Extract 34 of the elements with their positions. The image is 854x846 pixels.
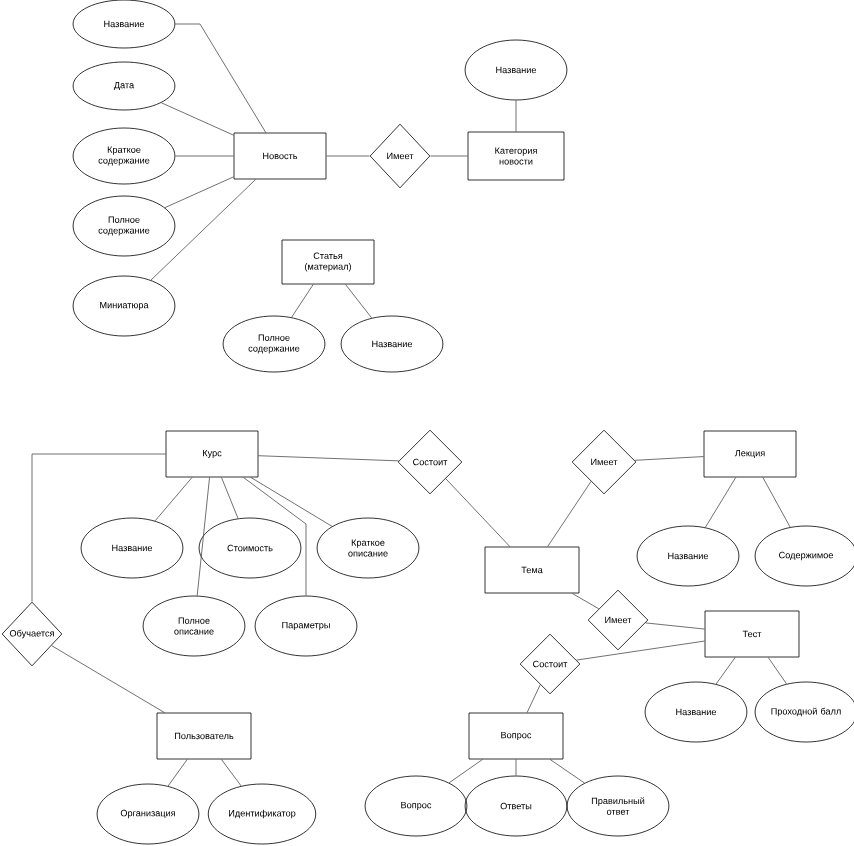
connector-line <box>221 477 239 519</box>
connector-line <box>154 477 193 522</box>
connector-line <box>645 622 705 630</box>
connector-line <box>174 155 234 157</box>
connector-line <box>51 645 165 713</box>
connector-line <box>715 657 736 685</box>
connector-line <box>571 593 600 610</box>
connector-line <box>549 759 585 784</box>
connector-line <box>762 477 791 528</box>
connector-line <box>160 102 234 136</box>
connector-line <box>448 759 483 784</box>
connector-line <box>634 456 704 461</box>
connector-line <box>576 640 705 661</box>
connector-line <box>526 684 541 713</box>
connector-line <box>547 481 592 547</box>
connector-line <box>150 179 257 281</box>
connector-line <box>705 477 737 528</box>
connector-line <box>31 453 166 602</box>
connector-line <box>515 100 517 132</box>
connector-line <box>196 477 210 597</box>
connector-line <box>326 155 370 157</box>
connector-line <box>258 455 400 462</box>
connector-line <box>221 759 242 787</box>
connector-line <box>345 284 373 319</box>
connector-line <box>174 23 267 133</box>
connector-line <box>164 176 234 209</box>
connector-line <box>430 155 468 157</box>
connector-line <box>243 477 307 596</box>
connector-line <box>167 759 188 787</box>
connector-line <box>515 759 517 776</box>
connector-line <box>767 657 787 685</box>
connector-line <box>250 477 333 527</box>
connector-line <box>291 284 314 318</box>
connector-line <box>445 478 511 547</box>
